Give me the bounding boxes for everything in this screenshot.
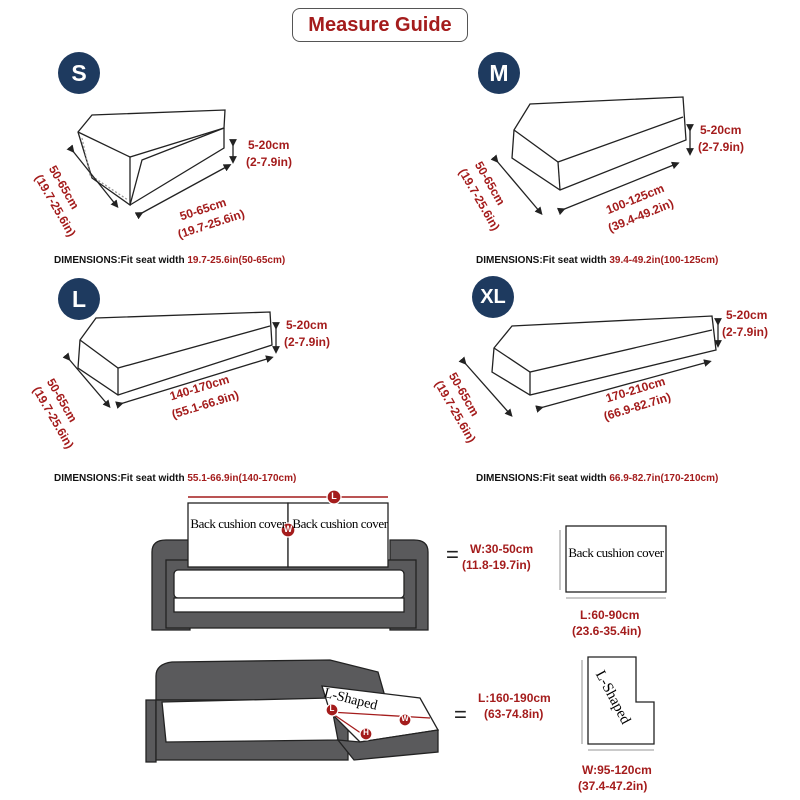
cushion-m-drawing — [490, 96, 694, 216]
back-cushion-label-right: Back cushion cover — [292, 516, 388, 531]
back-cushion-l-in: (23.6-35.4in) — [572, 624, 642, 638]
s-dimensions: DIMENSIONS:Fit seat width 19.7-25.6in(50… — [54, 255, 286, 266]
l-shaped-card-drawing — [581, 656, 655, 751]
l-dimensions: DIMENSIONS:Fit seat width 55.1-66.9in(14… — [54, 473, 297, 484]
back-cushion-label-left: Back cushion cover — [190, 516, 286, 531]
back-cushion-card-drawing — [559, 525, 667, 599]
m-height-in: (2-7.9in) — [698, 140, 745, 154]
size-badge-m: M — [478, 52, 520, 94]
back-cushion-sofa-drawing — [151, 489, 429, 631]
cushion-l-drawing — [62, 311, 280, 409]
l-shaped-w-cm: W:95-120cm — [582, 763, 652, 777]
l-shaped-marker-l: L — [329, 704, 335, 713]
l-shaped-l-cm: L:160-190cm — [478, 691, 551, 705]
back-cushion-card-label: Back cushion cover — [568, 545, 664, 560]
xl-dimensions: DIMENSIONS:Fit seat width 66.9-82.7in(17… — [476, 473, 719, 484]
s-height-cm: 5-20cm — [248, 138, 290, 152]
size-badge-xl: XL — [472, 276, 514, 318]
m-height-cm: 5-20cm — [700, 123, 742, 137]
back-cushion-l-cm: L:60-90cm — [580, 608, 640, 622]
back-cushion-marker-w: W — [283, 524, 293, 534]
xl-height-cm: 5-20cm — [726, 308, 768, 322]
back-cushion-equals: = — [446, 542, 459, 567]
xl-height-in: (2-7.9in) — [722, 325, 769, 339]
l-shaped-sofa-drawing — [145, 659, 440, 763]
l-height-cm: 5-20cm — [286, 318, 328, 332]
l-shaped-marker-w: W — [401, 714, 409, 723]
l-shaped-l-in: (63-74.8in) — [484, 707, 544, 721]
s-height-in: (2-7.9in) — [246, 155, 293, 169]
l-shaped-equals: = — [454, 702, 467, 727]
page-title: Measure Guide — [292, 8, 468, 42]
size-badge-l: L — [58, 278, 100, 320]
back-cushion-w-cm: W:30-50cm — [470, 542, 534, 556]
l-shaped-w-in: (37.4-47.2in) — [578, 779, 648, 793]
back-cushion-marker-l: L — [331, 491, 337, 501]
cushion-xl-drawing — [458, 315, 722, 417]
l-shaped-marker-h: H — [363, 728, 369, 737]
back-cushion-w-in: (11.8-19.7in) — [462, 558, 531, 572]
l-height-in: (2-7.9in) — [284, 335, 331, 349]
size-badge-s: S — [58, 52, 100, 94]
cushion-s-drawing — [66, 109, 237, 220]
m-dimensions: DIMENSIONS:Fit seat width 39.4-49.2in(10… — [476, 255, 719, 266]
